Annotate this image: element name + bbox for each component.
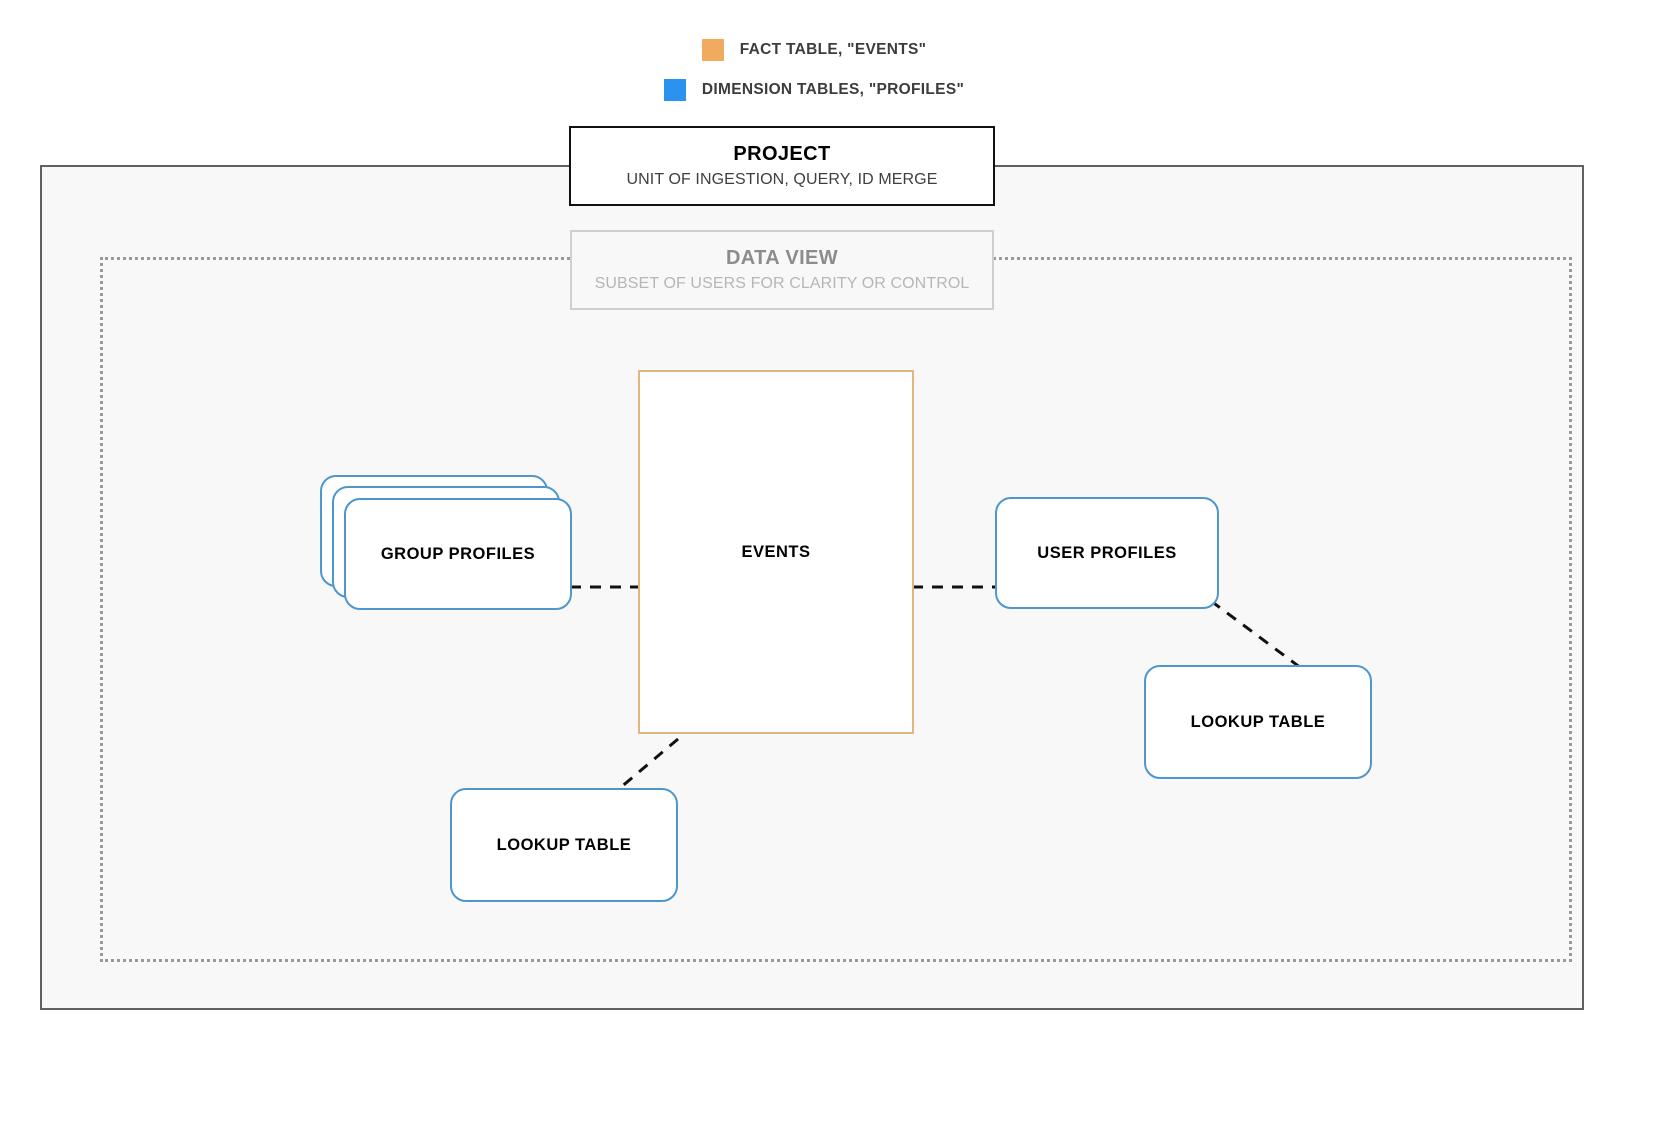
entity-events-label: EVENTS: [741, 542, 811, 561]
legend: FACT TABLE, "EVENTS" DIMENSION TABLES, "…: [0, 30, 1664, 110]
square-swatch-orange-icon: [701, 39, 724, 61]
entity-lookup-table-right: LOOKUP TABLE: [1144, 665, 1372, 779]
entity-lookup-table-bottom: LOOKUP TABLE: [450, 788, 678, 902]
legend-label-dimension-tables: DIMENSION TABLES, "PROFILES": [701, 81, 965, 98]
entity-user-profiles: USER PROFILES: [995, 497, 1219, 609]
entity-user-profiles-label: USER PROFILES: [1037, 543, 1177, 562]
data-view-title: DATA VIEW: [725, 247, 839, 269]
entity-group-profiles: GROUP PROFILES: [320, 475, 572, 610]
project-title: PROJECT: [733, 143, 831, 165]
project-card: PROJECT UNIT OF INGESTION, QUERY, ID MER…: [569, 126, 995, 206]
legend-label-fact-table: FACT TABLE, "EVENTS": [739, 41, 927, 58]
entity-group-profiles-label: GROUP PROFILES: [380, 544, 536, 563]
data-view-card: DATA VIEW SUBSET OF USERS FOR CLARITY OR…: [570, 230, 994, 310]
entity-events: EVENTS: [638, 370, 914, 734]
data-view-subtitle: SUBSET OF USERS FOR CLARITY OR CONTROL: [594, 275, 970, 292]
legend-item-dimension-tables: DIMENSION TABLES, "PROFILES": [0, 70, 1664, 110]
legend-item-fact-table: FACT TABLE, "EVENTS": [0, 30, 1664, 70]
entity-lookup-table-bottom-label: LOOKUP TABLE: [496, 835, 632, 854]
entity-lookup-table-right-label: LOOKUP TABLE: [1190, 712, 1326, 731]
group-profiles-stack-front-card: GROUP PROFILES: [344, 498, 572, 610]
square-swatch-blue-icon: [663, 79, 686, 101]
project-subtitle: UNIT OF INGESTION, QUERY, ID MERGE: [626, 171, 938, 188]
